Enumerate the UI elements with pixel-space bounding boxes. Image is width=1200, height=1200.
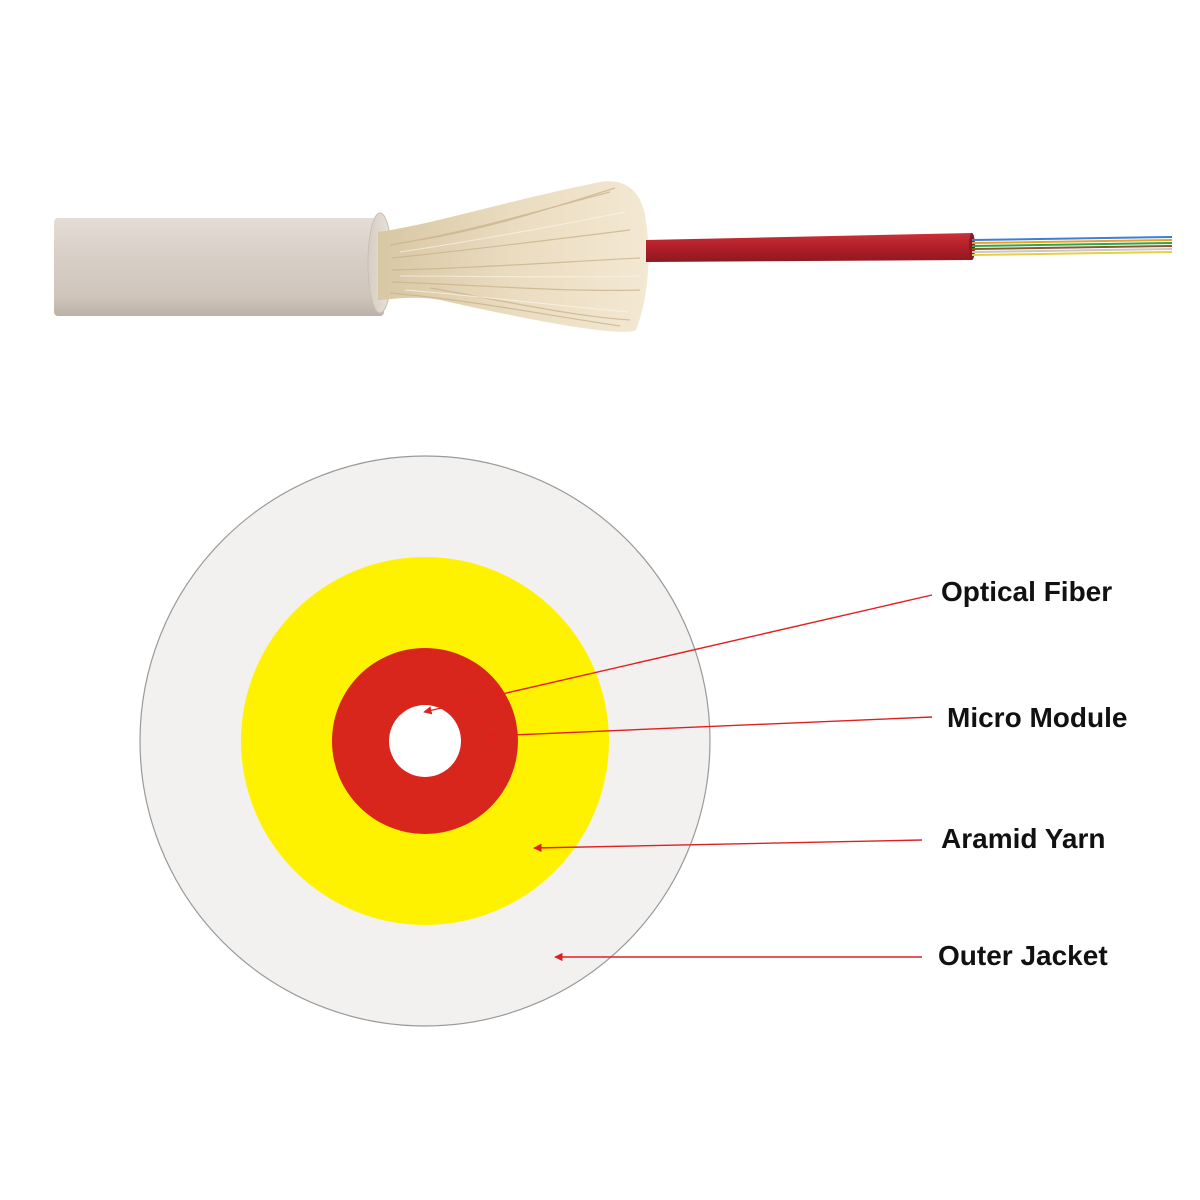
cross-section bbox=[139, 455, 711, 1027]
layer-labels: Optical Fiber Micro Module Aramid Yarn O… bbox=[938, 576, 1127, 971]
label-aramid-yarn: Aramid Yarn bbox=[941, 823, 1105, 854]
cable-outer-jacket bbox=[54, 218, 384, 316]
label-micro-module: Micro Module bbox=[947, 702, 1127, 733]
arrow-optical-fiber bbox=[423, 594, 933, 715]
cable-optical-fibers bbox=[971, 236, 1173, 256]
cable-micro-module bbox=[646, 233, 972, 262]
yarn-strands bbox=[389, 187, 641, 327]
cable-photo bbox=[54, 181, 1173, 332]
arrow-micro-module bbox=[487, 716, 933, 740]
cable-aramid-yarn bbox=[378, 181, 649, 332]
label-outer-jacket: Outer Jacket bbox=[938, 940, 1108, 971]
callout-arrows bbox=[423, 594, 933, 962]
optical-fiber-core bbox=[389, 705, 461, 777]
arrow-aramid-yarn bbox=[533, 839, 923, 853]
label-optical-fiber: Optical Fiber bbox=[941, 576, 1112, 607]
